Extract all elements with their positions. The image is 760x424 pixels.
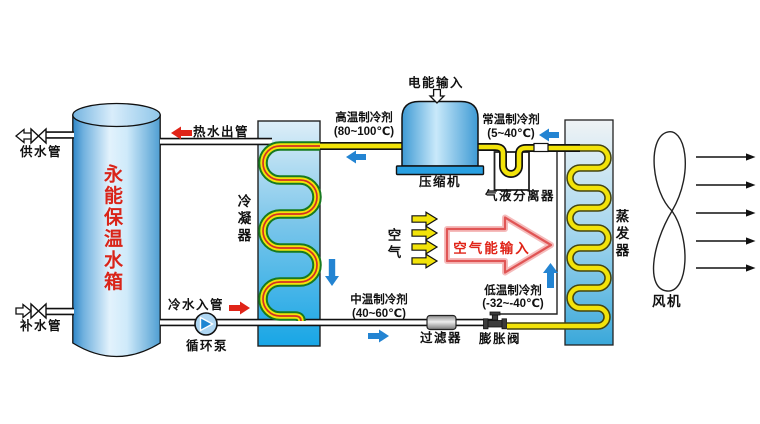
supply-pipe-label: 供水管 bbox=[20, 145, 63, 159]
air-energy-input-label: 空气能输入 bbox=[453, 241, 531, 256]
air-arrow-icon bbox=[411, 239, 439, 255]
tank-top bbox=[72, 102, 161, 128]
compressor-base bbox=[395, 165, 485, 176]
fan-airflow-arrows bbox=[696, 153, 756, 272]
expansion-valve-label: 膨胀阀 bbox=[479, 332, 522, 346]
fan-airflow-arrow bbox=[696, 153, 756, 161]
cold-water-arrow-icon bbox=[229, 301, 250, 315]
air-arrow-icon bbox=[411, 253, 439, 269]
electric-input-arrow-icon bbox=[428, 88, 446, 104]
normal-temp-range: (5~40℃) bbox=[487, 127, 535, 140]
tank-label: 永能保温水箱 bbox=[101, 164, 122, 293]
mid-temp-range: (40~60℃) bbox=[352, 307, 406, 320]
flow-arrows bbox=[325, 128, 559, 343]
supply-valve-icon bbox=[30, 127, 47, 145]
fan-airflow-arrow bbox=[696, 209, 756, 217]
flow-arrow-up-icon bbox=[543, 263, 558, 288]
sensor-bulb bbox=[533, 142, 549, 153]
electric-input-label: 电能输入 bbox=[408, 76, 465, 90]
air-arrow-icon bbox=[411, 211, 439, 227]
normal-temp-label: 常温制冷剂 bbox=[482, 114, 540, 126]
pump-label: 循环泵 bbox=[186, 339, 229, 353]
hot-water-out-label: 热水出管 bbox=[193, 125, 250, 139]
evaporator-coil bbox=[507, 144, 612, 330]
fan-blade-icon bbox=[652, 131, 686, 292]
makeup-pipe-label: 补水管 bbox=[20, 319, 63, 333]
high-temp-range: (80~100℃) bbox=[333, 125, 395, 138]
mid-temp-label: 中温制冷剂 bbox=[350, 294, 408, 306]
fan-airflow-arrow bbox=[696, 264, 756, 272]
flow-arrow-right-icon bbox=[368, 329, 389, 343]
flow-arrow-down-icon bbox=[325, 259, 339, 286]
filter-body bbox=[426, 314, 457, 331]
condenser-label: 冷凝器 bbox=[235, 194, 251, 245]
makeup-arrow-icon bbox=[15, 303, 33, 319]
low-temp-label: 低温制冷剂 bbox=[484, 285, 542, 297]
evaporator-label: 蒸发器 bbox=[613, 209, 629, 260]
pump-body bbox=[194, 312, 218, 336]
filter-label: 过滤器 bbox=[420, 331, 463, 345]
makeup-valve-icon bbox=[30, 302, 47, 320]
low-temp-range: (-32~-40℃) bbox=[482, 297, 544, 310]
water-tank bbox=[72, 102, 161, 358]
separator-label: 气液分离器 bbox=[485, 189, 556, 203]
air-label: 空气 bbox=[385, 228, 401, 262]
fan-airflow-arrow bbox=[696, 181, 756, 189]
high-temp-label: 高温制冷剂 bbox=[335, 112, 393, 124]
hot-water-arrow-icon bbox=[171, 126, 192, 140]
supply-arrow-icon bbox=[14, 128, 32, 144]
compressor-body bbox=[395, 100, 485, 176]
compressor-label: 压缩机 bbox=[419, 175, 462, 189]
suction-pipe bbox=[477, 143, 580, 178]
condenser-coil bbox=[258, 141, 322, 322]
flow-arrow-left-icon bbox=[346, 150, 366, 164]
air-energy-arrow bbox=[444, 214, 554, 276]
cold-water-in-label: 冷水入管 bbox=[168, 298, 225, 312]
pump-rotor-icon bbox=[199, 316, 214, 332]
flow-arrow-left-icon bbox=[539, 128, 559, 142]
expansion-valve-body bbox=[483, 311, 507, 330]
fan-airflow-arrow bbox=[696, 237, 756, 245]
fan-label: 风机 bbox=[652, 294, 682, 309]
air-arrow-icon bbox=[411, 225, 439, 241]
air-arrows bbox=[411, 211, 439, 269]
